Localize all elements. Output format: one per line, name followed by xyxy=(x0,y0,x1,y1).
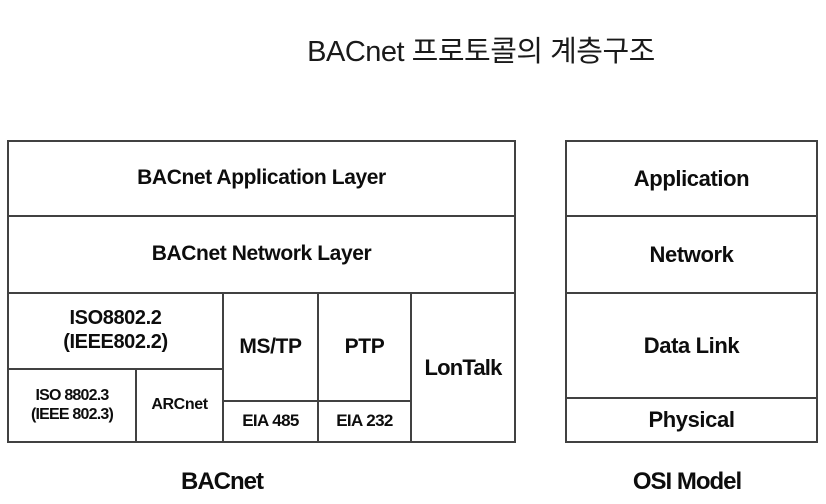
osi-physical-cell: Physical xyxy=(565,397,818,443)
eia-485-cell: EIA 485 xyxy=(222,400,319,443)
bacnet-network-layer-label: BACnet Network Layer xyxy=(151,242,372,266)
osi-application-label: Application xyxy=(633,165,750,191)
iso8802-2-cell: ISO8802.2 (IEEE802.2) xyxy=(7,292,224,370)
osi-physical-label: Physical xyxy=(648,407,735,433)
osi-data-link-cell: Data Link xyxy=(565,292,818,399)
bacnet-application-layer-label: BACnet Application Layer xyxy=(137,166,386,190)
iso8802-3-cell: ISO 8802.3 (IEEE 802.3) xyxy=(7,368,137,443)
lontalk-cell: LonTalk xyxy=(410,292,516,443)
mstp-label: MS/TP xyxy=(239,334,302,358)
lontalk-label: LonTalk xyxy=(424,354,502,380)
iso8802-3-label-line2: (IEEE 802.3) xyxy=(30,405,114,423)
osi-application-cell: Application xyxy=(565,140,818,217)
eia-232-label: EIA 232 xyxy=(336,411,393,431)
osi-network-label: Network xyxy=(649,241,734,267)
arcnet-label: ARCnet xyxy=(151,396,208,414)
iso8802-2-label-line2: (IEEE802.2) xyxy=(63,331,168,353)
eia-485-label: EIA 485 xyxy=(242,411,299,431)
arcnet-cell: ARCnet xyxy=(135,368,224,443)
osi-data-link-label: Data Link xyxy=(643,332,740,358)
bacnet-application-layer-cell: BACnet Application Layer xyxy=(7,140,516,217)
mstp-cell: MS/TP xyxy=(222,292,319,402)
iso8802-2-label-line1: ISO8802.2 xyxy=(69,307,162,330)
bacnet-network-layer-cell: BACnet Network Layer xyxy=(7,215,516,294)
osi-network-cell: Network xyxy=(565,215,818,294)
iso8802-3-label-line1: ISO 8802.3 xyxy=(35,386,110,404)
bacnet-stack-caption: BACnet xyxy=(181,468,264,495)
osi-model-caption: OSI Model xyxy=(632,468,742,495)
ptp-label: PTP xyxy=(344,334,385,358)
eia-232-cell: EIA 232 xyxy=(317,400,412,443)
diagram-title: BACnet 프로토콜의 계층구조 xyxy=(307,36,655,68)
ptp-cell: PTP xyxy=(317,292,412,402)
